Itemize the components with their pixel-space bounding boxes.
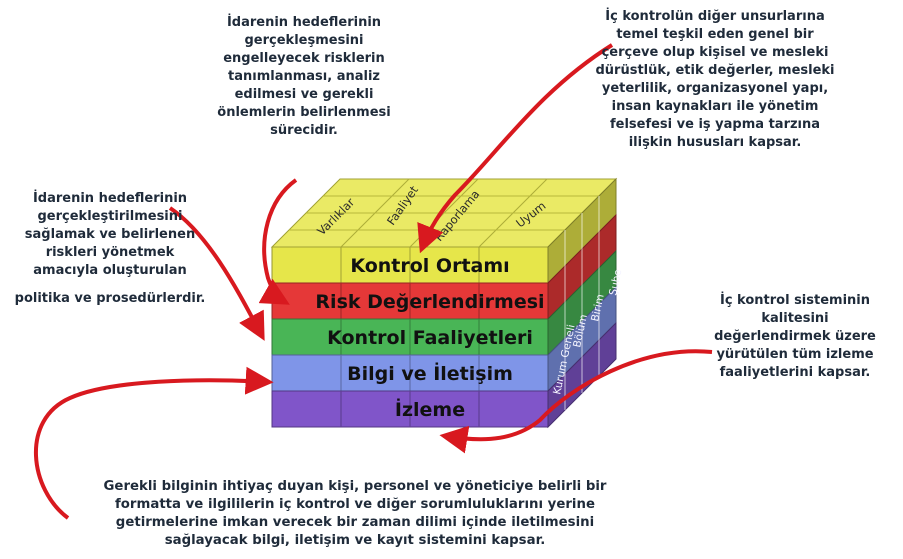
cube-layer: Kontrol Faaliyetleri	[271, 318, 549, 356]
note-line: değerlendirmek üzere	[714, 329, 876, 344]
note-line: gerçekleşmesini	[244, 33, 364, 48]
note-line: İç kontrolün diğer unsurlarına	[605, 9, 825, 24]
note-line: getirmelerine imkan verecek bir zaman di…	[115, 515, 595, 530]
note-line: yürütülen tüm izleme	[716, 347, 874, 362]
note-line: dürüstlük, etik değerler, mesleki	[595, 63, 835, 78]
layer-label: Risk Değerlendirmesi	[315, 291, 544, 313]
side-label: Şube	[607, 268, 624, 296]
note-line: önlemlerin belirlenmesi	[217, 105, 391, 120]
note-line: formatta ve ilgililerin iç kontrol ve di…	[115, 497, 595, 512]
side-label: Birim	[589, 293, 606, 322]
note-line: sağlamak ve belirlenen	[24, 227, 196, 242]
note-line: İç kontrol sisteminin	[719, 293, 871, 308]
note-line: engelleyecek risklerin	[223, 51, 385, 66]
note-line: edilmesi ve gerekli	[234, 87, 374, 102]
note-line: faaliyetlerini kapsar.	[719, 365, 871, 380]
note-line: sağlayacak bilgi, iletişim ve kayıt sist…	[164, 533, 546, 548]
note-line: kalitesini	[761, 311, 829, 326]
note-line: yeterlilik, organizasyonel yapı,	[601, 81, 829, 96]
layer-label: Kontrol Faaliyetleri	[327, 327, 533, 349]
note-line: politika ve prosedürlerdir.	[14, 291, 206, 306]
note-line: gerçekleştirilmesini	[37, 209, 183, 224]
note-line: riskleri yönetmek	[45, 245, 175, 260]
note-line: amacıyla oluşturulan	[33, 263, 187, 278]
cube-layer: Bilgi ve İletişim	[271, 354, 549, 392]
arrow-risk-assessment	[258, 178, 298, 305]
note-line: İdarenin hedeflerinin	[32, 191, 188, 206]
control-activities-note: İdarenin hedeflerinin gerçekleştirilmesi…	[10, 190, 210, 308]
note-line: sürecidir.	[270, 123, 338, 138]
note-line: İdarenin hedeflerinin	[226, 15, 382, 30]
layer-label: Kontrol Ortamı	[350, 255, 509, 277]
annotation-arrows	[34, 43, 713, 520]
cube-layer: Kontrol Ortamı	[271, 246, 549, 284]
arrow-control-environment	[417, 43, 614, 254]
arrow-control-activities	[168, 206, 265, 341]
note-line: çerçeve olup kişisel ve mesleki	[601, 45, 829, 60]
arrow-information	[34, 366, 274, 520]
note-line: ilişkin hususları kapsar.	[628, 135, 802, 150]
note-line: temel teşkil eden genel bir	[616, 27, 814, 42]
monitoring-note: İç kontrol sisteminin kalitesini değerle…	[700, 292, 890, 382]
note-line: tanımlanması, analiz	[228, 69, 380, 84]
note-line: insan kaynakları ile yönetim	[611, 99, 819, 114]
note-line: felsefesi ve iş yapma tarzına	[609, 117, 821, 132]
layer-label: İzleme	[395, 397, 465, 421]
information-note: Gerekli bilginin ihtiyaç duyan kişi, per…	[70, 478, 640, 550]
cube-layer: İzleme	[271, 390, 549, 428]
layer-label: Bilgi ve İletişim	[347, 361, 513, 385]
arrow-monitoring	[439, 349, 713, 454]
cube-layer: Risk Değerlendirmesi	[271, 282, 549, 320]
note-line: Gerekli bilginin ihtiyaç duyan kişi, per…	[103, 479, 607, 494]
control-environment-note: İç kontrolün diğer unsurlarına temel teş…	[580, 8, 850, 152]
risk-assessment-note: İdarenin hedeflerinin gerçekleşmesini en…	[204, 14, 404, 140]
